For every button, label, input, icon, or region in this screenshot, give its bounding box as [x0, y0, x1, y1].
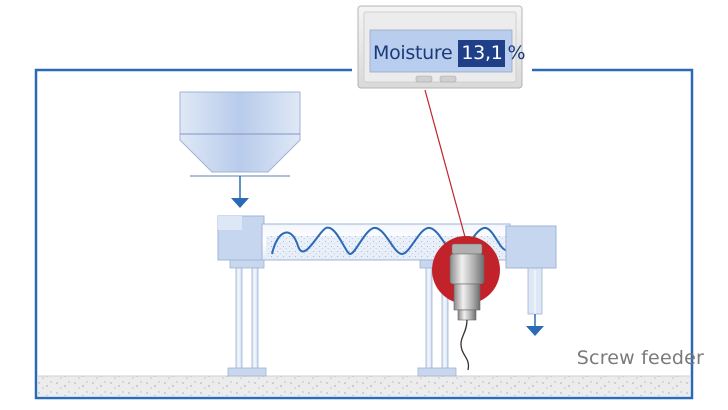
display-unit: %: [507, 42, 526, 64]
screw-conveyor: [217, 215, 557, 336]
arrow-down-icon: [526, 326, 544, 336]
ground: [38, 376, 690, 396]
display-readout: Moisture 13,1 %: [373, 38, 526, 68]
display-label: Moisture: [373, 42, 453, 64]
arrow-down-icon: [231, 198, 249, 208]
support-legs: [227, 259, 457, 377]
signal-line: [424, 89, 469, 249]
display-value: 13,1: [458, 39, 506, 67]
caption-screw-feeder: Screw feeder: [576, 347, 704, 369]
hopper: [179, 91, 301, 208]
frame-border: [34, 68, 694, 400]
moisture-sensor: [432, 236, 500, 371]
sensor-cable: [460, 319, 470, 371]
